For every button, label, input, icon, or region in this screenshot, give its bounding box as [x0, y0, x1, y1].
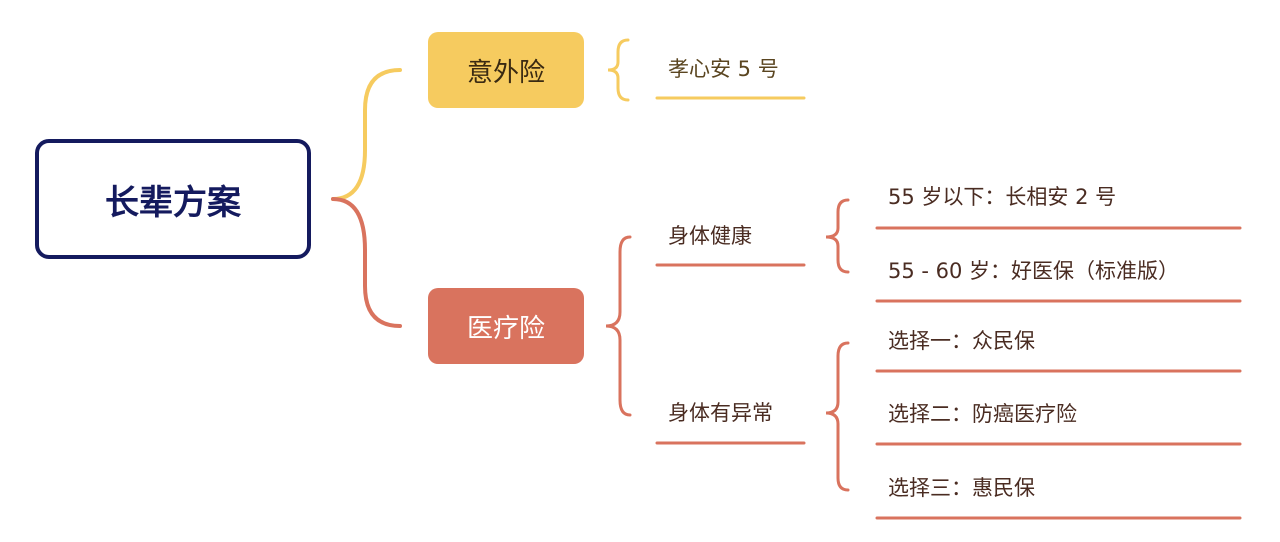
root-node[interactable]: 长辈方案: [35, 139, 311, 259]
brace-abnormal: [825, 341, 850, 492]
connector-root-accident: [331, 68, 402, 201]
node-xiaoxinan[interactable]: 孝心安 5 号: [668, 57, 779, 81]
brace-medical: [605, 235, 632, 417]
node-abnormal[interactable]: 身体有异常: [668, 401, 773, 425]
connector-root-medical: [331, 197, 402, 328]
brace-accident: [607, 38, 630, 102]
leaf-under-55[interactable]: 55 岁以下：长相安 2 号: [888, 185, 1117, 209]
leaf-option-2[interactable]: 选择二：防癌医疗险: [888, 402, 1077, 426]
branch-medical-insurance[interactable]: 医疗险: [428, 288, 584, 364]
brace-healthy: [825, 198, 850, 274]
leaf-option-1[interactable]: 选择一：众民保: [888, 329, 1035, 353]
leaf-option-3[interactable]: 选择三：惠民保: [888, 476, 1035, 500]
node-healthy[interactable]: 身体健康: [668, 224, 752, 248]
branch-accident-insurance[interactable]: 意外险: [428, 32, 584, 108]
leaf-55-60[interactable]: 55 - 60 岁：好医保（标准版）: [888, 259, 1180, 283]
